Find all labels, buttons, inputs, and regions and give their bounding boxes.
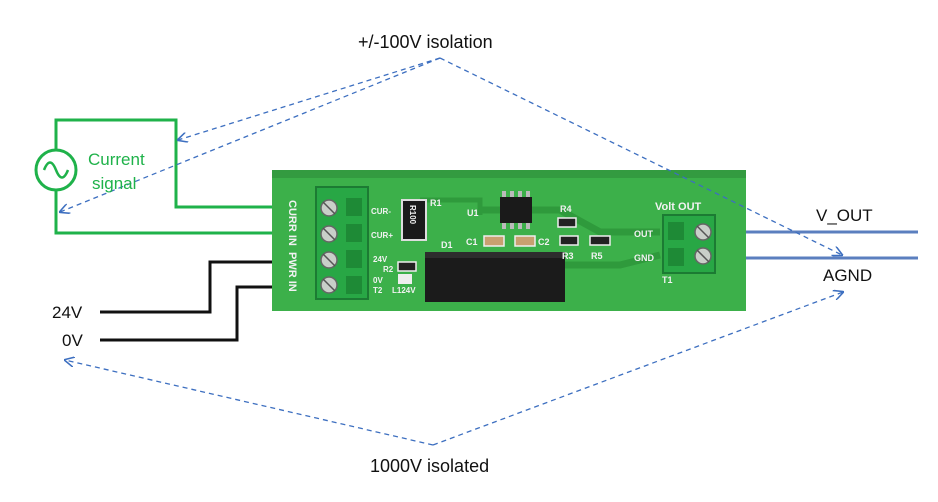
r5-resistor [589,235,611,246]
u1-label: U1 [467,208,479,218]
r4-label: R4 [560,204,572,214]
u1-pins [502,191,530,229]
cur-minus-label: CUR- [371,207,391,216]
sine-wave-icon [42,161,70,179]
pcb-shadow [272,170,746,178]
volt-out-label: Volt OUT [655,201,702,213]
r100-resistor [401,199,427,241]
power-wires [100,260,282,342]
out-label: OUT [634,229,654,239]
pcb-trace [540,251,661,269]
board-24v-label: 24V [373,255,388,264]
gnd-label: GND [634,253,655,263]
signal-wire-bottom [54,190,282,235]
t2-label: T2 [373,286,383,295]
bottom-isolation-label: 1000V isolated [370,456,489,476]
r3-resistor [559,235,579,246]
cur-plus-label: CUR+ [371,231,393,240]
top-isolation-label: +/-100V isolation [358,32,493,52]
r1-label: R1 [430,198,442,208]
c1-label: C1 [466,237,478,247]
u1-chip [500,197,532,223]
c1-cap [483,235,505,247]
top-arrow-right [439,57,842,255]
r2-resistor [397,261,417,272]
d1-label: D1 [441,240,453,250]
t1-label: T1 [662,275,673,285]
output-wires [745,230,918,260]
24v-input-label: 24V [52,303,83,322]
r100-label: R100 [408,205,417,225]
c2-cap [514,235,536,247]
isolation-arrows [60,57,843,446]
input-screws [320,199,338,294]
signal-wire-top [54,118,282,209]
r4-resistor [557,217,577,228]
top-arrow-left-upper [178,57,441,140]
0v-wire [100,285,282,342]
current-signal-label-line2: signal [92,174,136,193]
pcb-trace [420,197,483,215]
bottom-arrow-left [65,360,434,446]
board-0v-label: 0V [373,276,383,285]
pcb-board: CURR IN PWR IN R100 CUR- [272,170,746,311]
r3-label: R3 [562,251,574,261]
current-signal-loop [34,118,282,235]
l1-inductor [398,274,412,284]
r2-label: R2 [383,265,394,274]
dcdc-module [425,252,565,302]
0v-input-label: 0V [62,331,83,350]
current-signal-label-line1: Current [88,150,145,169]
c2-label: C2 [538,237,550,247]
l124v-label: L124V [392,286,416,295]
24v-wire [100,260,282,314]
r5-label: R5 [591,251,603,261]
bottom-arrow-right [432,292,843,446]
curr-in-label: CURR IN [286,200,298,246]
agnd-label: AGND [823,266,872,285]
vout-label: V_OUT [816,206,873,225]
pwr-in-label: PWR IN [286,252,298,292]
